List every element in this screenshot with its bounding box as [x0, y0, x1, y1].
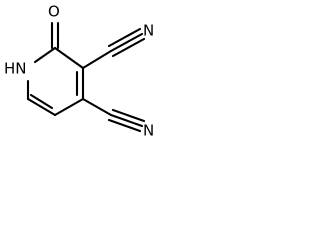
- top-nitrile-nitrogen-label: N: [143, 22, 154, 40]
- right-nitrile-group: [81, 97, 146, 133]
- bond-c5-c6-double: [29, 93, 54, 110]
- chemical-structure: O HN N N: [4, 3, 154, 140]
- right-nitrile-nitrogen-label: N: [143, 122, 154, 140]
- bond-n1-c2: [33, 46, 57, 64]
- triple-bond-right-2: [111, 108, 146, 123]
- triple-bond-top-3: [111, 37, 146, 58]
- top-nitrile-group: [81, 27, 146, 70]
- bond-c3-cn: [81, 49, 113, 70]
- bond-c5-c6: [26, 97, 57, 117]
- bond-c4-c5: [53, 97, 85, 117]
- bond-c4-cn: [81, 97, 113, 117]
- triple-bond-top-2: [107, 27, 142, 48]
- ring-nh-label: HN: [4, 60, 27, 78]
- triple-bond-right-1: [109, 113, 144, 128]
- carbonyl-group: [50, 21, 60, 50]
- bond-c2-c3: [53, 46, 85, 70]
- pyridinone-ring: [26, 46, 85, 117]
- oxygen-label: O: [48, 3, 60, 21]
- triple-bond-top-1: [109, 32, 144, 53]
- triple-bond-right-3: [107, 118, 142, 133]
